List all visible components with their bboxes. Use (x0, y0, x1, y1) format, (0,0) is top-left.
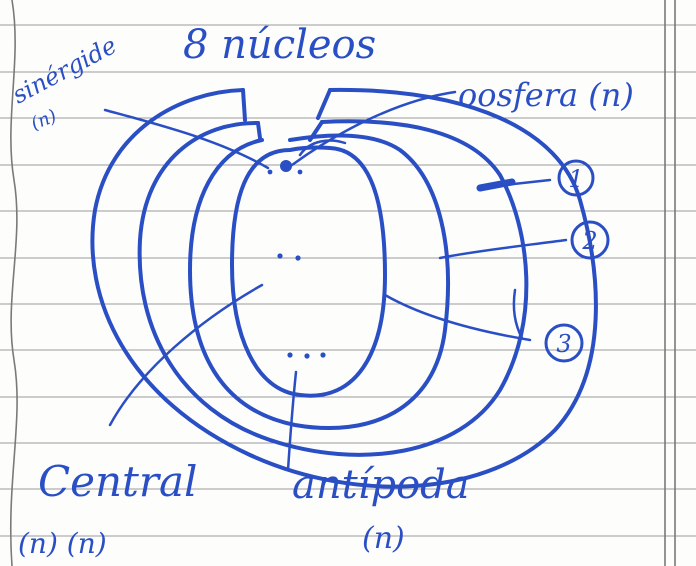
synergid-nucleus (267, 169, 273, 175)
sinergide-ploidy: (n) (28, 106, 60, 135)
label-3-circle (544, 323, 584, 363)
ruled-lines (0, 24, 696, 537)
inner-integument-shape (137, 119, 529, 457)
synergid-nucleus (297, 169, 303, 175)
outer-integument-shape (90, 87, 598, 489)
label-1-circle (557, 159, 595, 197)
embryo-sac-shape (230, 145, 387, 398)
label-2-circle (570, 220, 610, 260)
central-leader (108, 283, 264, 427)
left-margin-line (9, 0, 18, 566)
sinergide-label: sinérgide (8, 31, 122, 109)
polar-nucleus (277, 253, 283, 259)
nucellus-shape (188, 133, 450, 430)
label-2: 2 (581, 227, 597, 255)
sinergide-leader (103, 108, 270, 170)
antipoda-label: antípoda (292, 462, 470, 508)
antipoda-ploidy: (n) (362, 521, 405, 556)
antipodal-nucleus (320, 352, 326, 358)
leader-3 (383, 293, 532, 342)
antipodal-nucleus (304, 353, 310, 359)
antipoda-leader (286, 370, 298, 472)
central-label: Central (38, 457, 197, 506)
title-8-nucleos: 8 núcleos (183, 22, 376, 68)
oosfera-leader (290, 90, 457, 167)
egg-cell-nucleus (280, 160, 292, 172)
central-ploidy: (n) (n) (18, 527, 107, 560)
oosfera-label: oosfera (n) (458, 76, 634, 114)
antipodal-nucleus (287, 352, 293, 358)
leader-2 (438, 238, 568, 260)
label-3: 3 (556, 330, 571, 358)
label-1: 1 (568, 165, 583, 193)
polar-nucleus (295, 255, 301, 261)
leader-lines (103, 90, 568, 472)
